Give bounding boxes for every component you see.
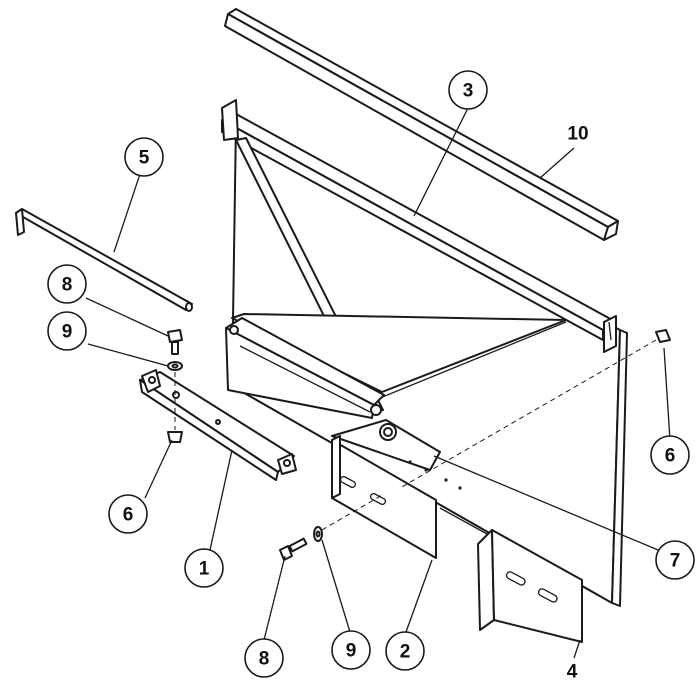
svg-text:6: 6 (123, 505, 134, 526)
callout-2: 2 (385, 631, 425, 671)
part-4-plate (477, 529, 583, 643)
hardware-bottom (279, 493, 385, 561)
svg-text:9: 9 (62, 322, 73, 343)
svg-text:5: 5 (139, 148, 150, 169)
svg-text:6: 6 (665, 446, 676, 467)
callout-5: 5 (124, 137, 164, 177)
label-4: 4 (567, 662, 578, 683)
hardware-right-nut (399, 329, 671, 489)
callout-9-bottom: 9 (331, 630, 371, 670)
svg-text:9: 9 (346, 641, 357, 662)
svg-text:1: 1 (199, 559, 210, 580)
svg-text:8: 8 (259, 649, 270, 670)
svg-text:7: 7 (670, 551, 681, 572)
callout-6-left: 6 (108, 494, 148, 534)
callout-7: 7 (655, 540, 695, 580)
part-5-rod (15, 208, 193, 312)
callout-8-bottom: 8 (244, 638, 284, 678)
callout-6-right: 6 (650, 435, 690, 475)
callout-9-top: 9 (47, 311, 87, 351)
svg-text:3: 3 (463, 81, 474, 102)
part-7-panel (221, 99, 628, 607)
callout-1: 1 (184, 548, 224, 588)
svg-text:2: 2 (400, 642, 411, 663)
leader-lines (85, 107, 671, 659)
label-10: 10 (567, 124, 588, 145)
callout-8-top: 8 (47, 264, 87, 304)
callout-3: 3 (448, 70, 488, 110)
part-2-plate (331, 435, 437, 559)
part-1-bracket (139, 369, 297, 481)
part-10-bar (224, 8, 619, 241)
svg-text:8: 8 (62, 275, 73, 296)
